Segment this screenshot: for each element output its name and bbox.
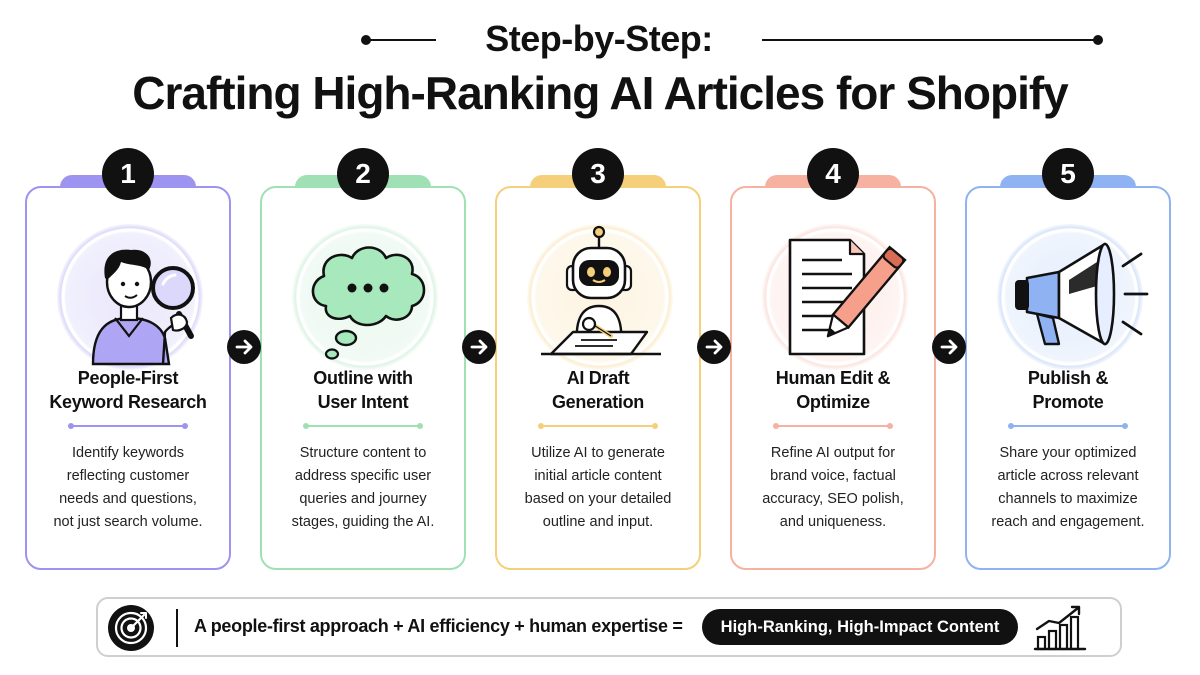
step-description-line: Identify keywords <box>71 445 185 461</box>
step-divider <box>68 423 188 429</box>
step-description-line: initial article content <box>534 468 662 484</box>
step-description-line: needs and questions, <box>59 491 197 507</box>
step-title-line: Publish & <box>1027 368 1109 388</box>
title-line-right <box>762 39 1098 41</box>
step-title: Publish & Promote <box>973 366 1163 414</box>
arrow-right-icon <box>462 330 496 364</box>
step-title-line: People-First <box>77 368 179 388</box>
page-title: Crafting High-Ranking AI Articles for Sh… <box>132 67 1069 119</box>
step-title-line: Generation <box>551 392 645 412</box>
arrow-right-icon <box>697 330 731 364</box>
step-description-line: Share your optimized <box>999 445 1137 461</box>
step-title-line: AI Draft <box>566 368 630 388</box>
title-line-left <box>366 39 436 41</box>
step-divider <box>1008 423 1128 429</box>
step-description: Utilize AI to generate initial article co… <box>507 442 689 534</box>
summary-bar: A people-first approach + AI efficiency … <box>96 597 1122 657</box>
step-description-line: address specific user <box>294 468 432 484</box>
step-title: Human Edit & Optimize <box>738 366 928 414</box>
page-subtitle: Step-by-Step: <box>485 18 713 59</box>
step-description: Identify keywords reflecting customer need… <box>37 442 219 534</box>
step-title-line: Keyword Research <box>49 392 207 412</box>
step-divider <box>303 423 423 429</box>
step-title-line: Optimize <box>796 392 870 412</box>
step-description-line: Refine AI output for <box>770 445 896 461</box>
step-description-line: channels to maximize <box>998 491 1138 507</box>
step-description-line: accuracy, SEO polish, <box>762 491 904 507</box>
step-divider <box>773 423 893 429</box>
step-description-line: reach and engagement. <box>991 514 1145 530</box>
title-row: Step-by-Step: <box>0 18 1200 62</box>
step-description-line: not just search volume. <box>53 514 203 530</box>
summary-divider <box>176 609 178 647</box>
step-title-line: Human Edit & <box>775 368 891 388</box>
step-title-line: User Intent <box>317 392 409 412</box>
step-title-line: Outline with <box>313 368 413 388</box>
step-description: Share your optimized article across relev… <box>977 442 1159 534</box>
step-description-line: article across relevant <box>997 468 1139 484</box>
step-description-line: outline and input. <box>542 514 654 530</box>
step-description-line: reflecting customer <box>66 468 190 484</box>
step-description-line: and uniqueness. <box>779 514 887 530</box>
step-divider <box>538 423 658 429</box>
step-description-line: queries and journey <box>299 491 427 507</box>
step-number-badge: 1 <box>102 148 154 200</box>
step-description-line: Structure content to <box>299 445 427 461</box>
step-number-badge: 5 <box>1042 148 1094 200</box>
step-title-line: Promote <box>1032 392 1104 412</box>
step-description-line: brand voice, factual <box>770 468 896 484</box>
step-description: Refine AI output for brand voice, factual… <box>742 442 924 534</box>
arrow-right-icon <box>932 330 966 364</box>
step-description-line: based on your detailed <box>524 491 672 507</box>
step-description: Structure content to address specific use… <box>272 442 454 534</box>
step-number-badge: 2 <box>337 148 389 200</box>
step-number-badge: 3 <box>572 148 624 200</box>
title-dot-right <box>1093 35 1103 45</box>
summary-result-pill: High-Ranking, High-Impact Content <box>702 609 1018 645</box>
arrow-right-icon <box>227 330 261 364</box>
step-description-line: Utilize AI to generate <box>531 445 665 461</box>
step-number-badge: 4 <box>807 148 859 200</box>
growth-chart-icon <box>1032 603 1088 653</box>
step-description-line: stages, guiding the AI. <box>291 514 435 530</box>
summary-formula: A people-first approach + AI efficiency … <box>194 616 683 636</box>
target-icon <box>108 605 154 651</box>
